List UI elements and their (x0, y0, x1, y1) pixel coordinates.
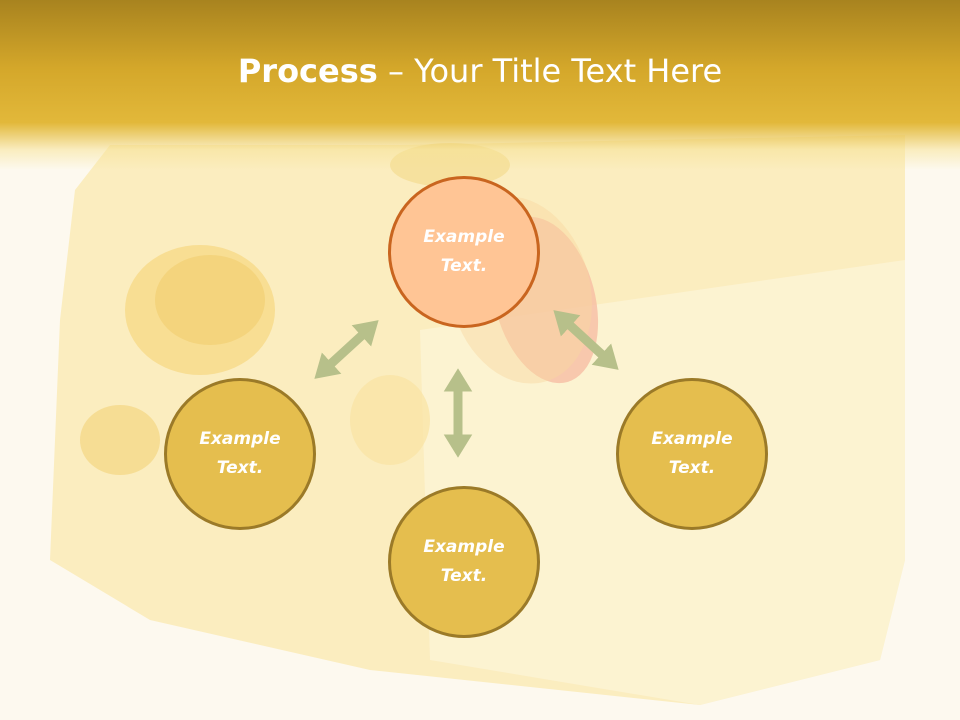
title-rest-part: – Your Title Text Here (377, 52, 723, 90)
node-left: Example Text. (164, 378, 316, 530)
node-right: Example Text. (616, 378, 768, 530)
node-right-text: Example Text. (651, 429, 733, 478)
arrow-left-to-top (314, 320, 379, 379)
node-top-text: Example Text. (423, 227, 505, 276)
arrow-top-to-right (553, 310, 619, 370)
title-bar (0, 0, 960, 170)
node-top: Example Text. (388, 176, 540, 328)
title-bold-part: Process (237, 52, 378, 90)
node-bottom: Example Text. (388, 486, 540, 638)
slide-title: Process – Your Title Text Here (0, 52, 960, 90)
node-left-text: Example Text. (199, 429, 281, 478)
node-bottom-text: Example Text. (423, 537, 505, 586)
